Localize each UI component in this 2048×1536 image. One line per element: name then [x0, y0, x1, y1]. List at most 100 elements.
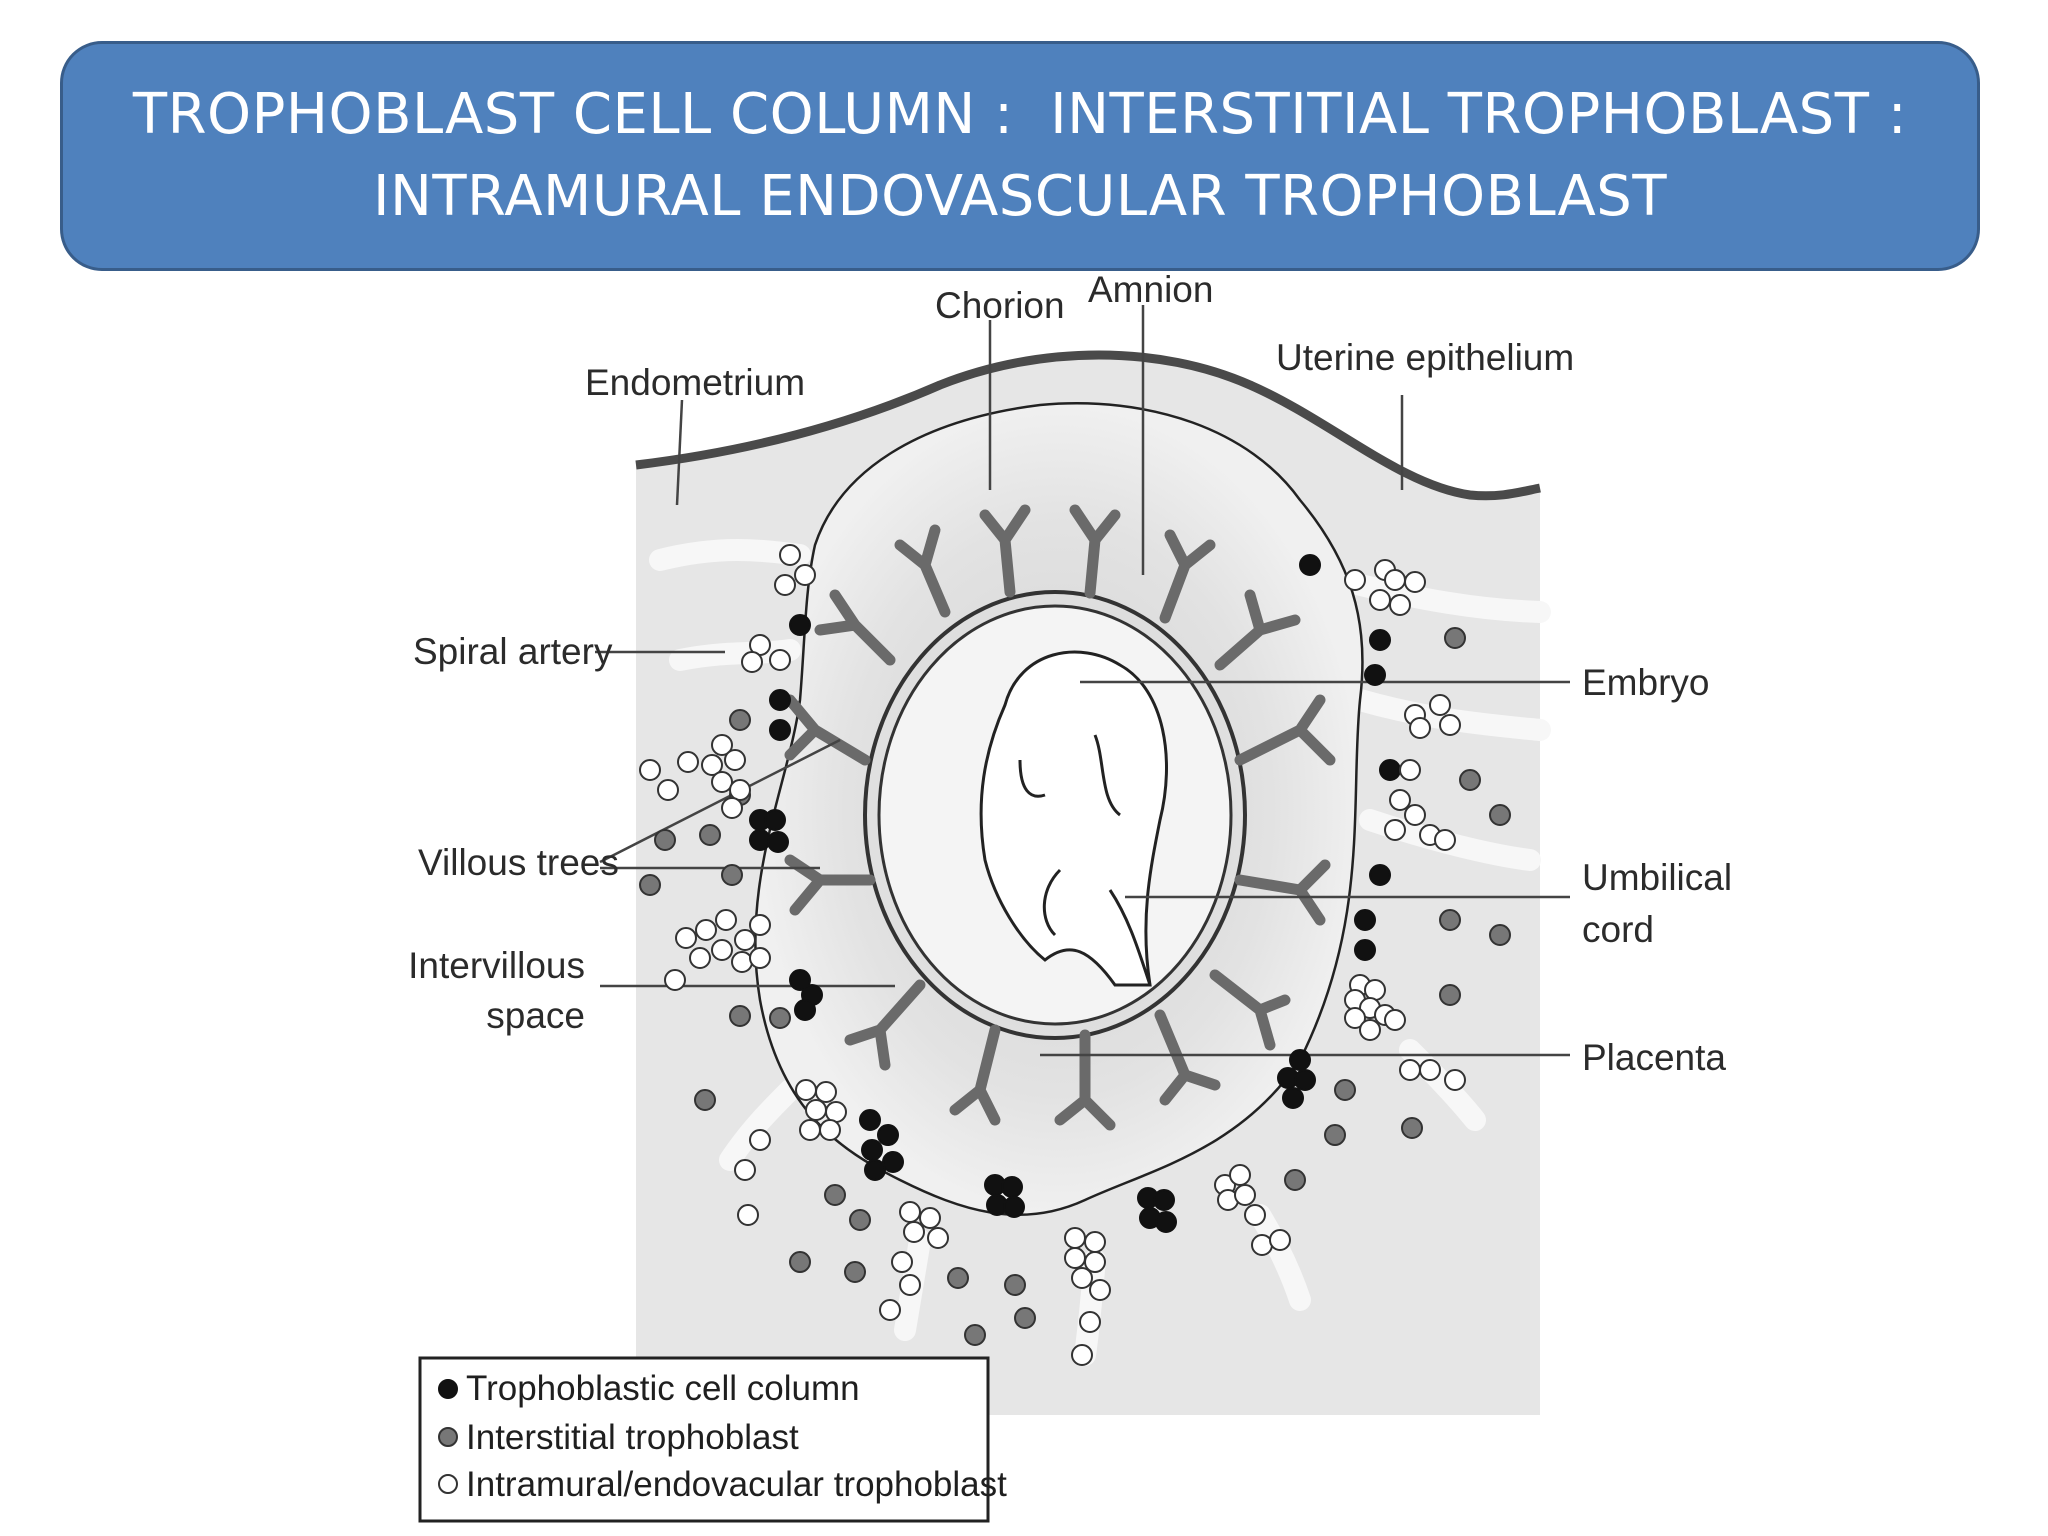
- endovascular-cell: [825, 1101, 847, 1123]
- endovascular-cell: [1071, 1344, 1093, 1366]
- endovascular-cell: [1344, 569, 1366, 591]
- interstitial-cell: [1284, 1169, 1306, 1191]
- endovascular-cell: [1429, 694, 1451, 716]
- cell-column-cell: [789, 969, 811, 991]
- interstitial-cell: [844, 1261, 866, 1283]
- endovascular-cell: [927, 1227, 949, 1249]
- interstitial-cell: [1439, 909, 1461, 931]
- endovascular-cell: [769, 649, 791, 671]
- cell-column-cell: [1153, 1189, 1175, 1211]
- legend-item-endovascular: Intramural/endovacular trophoblast: [438, 1465, 1007, 1504]
- endovascular-cell: [1384, 819, 1406, 841]
- cell-column-cell: [1001, 1176, 1023, 1198]
- endovascular-cell: [1364, 979, 1386, 1001]
- endovascular-cell: [1389, 594, 1411, 616]
- cell-column-cell: [1369, 864, 1391, 886]
- cell-column-cell: [794, 999, 816, 1021]
- endovascular-cell: [1404, 571, 1426, 593]
- endovascular-cell: [1244, 1204, 1266, 1226]
- endovascular-cell: [1084, 1231, 1106, 1253]
- label-endometrium: Endometrium: [585, 362, 805, 403]
- cell-column-cell: [1354, 939, 1376, 961]
- cell-column-cell: [877, 1124, 899, 1146]
- legend-label: Trophoblastic cell column: [466, 1369, 860, 1408]
- endovascular-cell: [1359, 1019, 1381, 1041]
- interstitial-cell: [1489, 924, 1511, 946]
- legend-marker-black: [438, 1379, 458, 1399]
- cell-column-cell: [1299, 554, 1321, 576]
- cell-column-cell: [1364, 664, 1386, 686]
- label-uterine-epithelium: Uterine epithelium: [1276, 337, 1574, 378]
- interstitial-cell: [729, 1005, 751, 1027]
- cell-column-cell: [1155, 1211, 1177, 1233]
- cell-column-cell: [1379, 759, 1401, 781]
- cell-column-cell: [864, 1159, 886, 1181]
- endovascular-cell: [805, 1099, 827, 1121]
- interstitial-cell: [1014, 1307, 1036, 1329]
- interstitial-cell: [1439, 984, 1461, 1006]
- cell-column-cell: [861, 1139, 883, 1161]
- trophoblast-cells: [639, 544, 1511, 1366]
- endovascular-cell: [1384, 1009, 1406, 1031]
- legend-marker-open: [438, 1474, 458, 1494]
- interstitial-cell: [1401, 1117, 1423, 1139]
- interstitial-cell: [654, 829, 676, 851]
- endovascular-cell: [1434, 829, 1456, 851]
- cell-column-cell: [882, 1151, 904, 1173]
- legend-item-cell-column: Trophoblastic cell column: [438, 1369, 860, 1408]
- legend-box: [418, 1356, 990, 1523]
- interstitial-cell: [849, 1209, 871, 1231]
- title-line-2: INTRAMURAL ENDOVASCULAR TROPHOBLAST: [372, 164, 1668, 229]
- interstitial-cell: [1324, 1124, 1346, 1146]
- cell-column-cell: [1282, 1087, 1304, 1109]
- legend-marker-grey: [438, 1427, 458, 1447]
- cell-column-cell: [1003, 1196, 1025, 1218]
- interstitial-cell: [699, 824, 721, 846]
- endovascular-cell: [1399, 759, 1421, 781]
- endovascular-cell: [721, 797, 743, 819]
- endovascular-cell: [819, 1119, 841, 1141]
- endovascular-cell: [689, 947, 711, 969]
- endovascular-cell: [1251, 1234, 1273, 1256]
- label-spiral-artery: Spiral artery: [413, 631, 613, 672]
- cell-column-cell: [1354, 909, 1376, 931]
- endovascular-cell: [657, 779, 679, 801]
- endovascular-cell: [695, 919, 717, 941]
- endovascular-cell: [1079, 1311, 1101, 1333]
- endovascular-cell: [737, 1204, 759, 1226]
- endovascular-cell: [675, 927, 697, 949]
- uterine-epithelium-line: [635, 350, 1541, 501]
- endovascular-cell: [741, 651, 763, 673]
- endovascular-cell: [749, 1129, 771, 1151]
- endovascular-cell: [1234, 1184, 1256, 1206]
- endovascular-cell: [1409, 717, 1431, 739]
- endovascular-cell: [749, 914, 771, 936]
- embryo: [979, 650, 1169, 987]
- endovascular-cell: [734, 929, 756, 951]
- endovascular-cell: [891, 1251, 913, 1273]
- legend-item-interstitial: Interstitial trophoblast: [438, 1418, 799, 1457]
- endovascular-cell: [879, 1299, 901, 1321]
- interstitial-cell: [964, 1324, 986, 1346]
- endovascular-cell: [1064, 1247, 1086, 1269]
- cell-column-cell: [767, 831, 789, 853]
- endovascular-cell: [795, 1079, 817, 1101]
- endovascular-cell: [1389, 789, 1411, 811]
- interstitial-cell: [1459, 769, 1481, 791]
- label-intervillous-1: Intervillous: [408, 945, 585, 986]
- endovascular-cell: [701, 754, 723, 776]
- cell-column-cell: [769, 719, 791, 741]
- endovascular-cell: [1269, 1229, 1291, 1251]
- endovascular-cell: [774, 574, 796, 596]
- endovascular-cell: [1419, 1059, 1441, 1081]
- cell-column-cell: [1289, 1049, 1311, 1071]
- legend-label: Intramural/endovacular trophoblast: [466, 1465, 1007, 1504]
- label-villous-trees: Villous trees: [418, 842, 619, 883]
- endovascular-cell: [1344, 1007, 1366, 1029]
- interstitial-cell: [721, 864, 743, 886]
- endovascular-cell: [711, 939, 733, 961]
- endovascular-cell: [815, 1081, 837, 1103]
- endovascular-cell: [1444, 1069, 1466, 1091]
- endovascular-cell: [749, 947, 771, 969]
- endovascular-cell: [734, 1159, 756, 1181]
